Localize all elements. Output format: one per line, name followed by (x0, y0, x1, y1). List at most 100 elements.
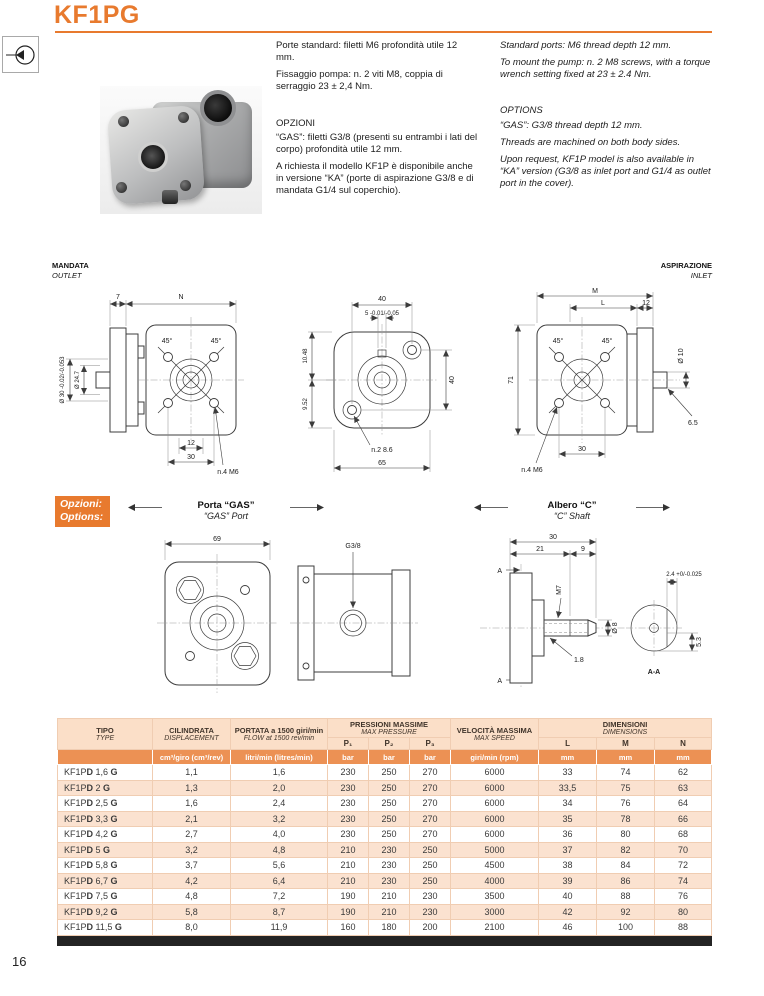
unit-flow: litri/min (litres/min) (230, 749, 328, 765)
cell-disp: 4,2 (152, 872, 231, 889)
cell-N: 72 (654, 857, 713, 874)
dim-label: L (601, 300, 605, 307)
dim-label: 30 (187, 454, 195, 461)
inlet-label-en: INLET (690, 270, 712, 280)
gas-port-caption-text: Porta “GAS” “GAS” Port (166, 500, 286, 521)
cell-disp: 1,1 (152, 764, 231, 781)
header-dims-it: DIMENSIONI (602, 720, 648, 729)
pump-bolt (180, 180, 191, 191)
cell-p1: 210 (327, 872, 369, 889)
col-header-pressure: PRESSIONI MASSIME MAX PRESSURE (326, 718, 452, 738)
dim-label: 40 (378, 296, 386, 303)
cell-type: KF1PD 1,6 G (57, 764, 153, 781)
options-title-it: OPZIONI (276, 117, 316, 129)
cell-p2: 180 (368, 919, 410, 936)
dim-label: 7 (116, 294, 120, 301)
pump-symbol-box (2, 36, 39, 73)
cell-p1: 190 (327, 903, 369, 920)
inlet-label-it: ASPIRAZIONE (660, 261, 712, 270)
dim-label: 9.52 (303, 398, 309, 410)
section-title: A-A (648, 669, 660, 676)
cell-disp: 5,8 (152, 903, 231, 920)
unit-p3: bar (408, 749, 452, 765)
cell-type: KF1PD 4,2 G (57, 826, 153, 843)
unit-speed: giri/min (rpm) (450, 749, 540, 765)
unit-l: mm (538, 749, 598, 765)
col-header-m: M (596, 737, 656, 750)
paragraph-en-1: Standard ports: M6 thread depth 12 mm. (500, 40, 672, 51)
cell-p1: 210 (327, 857, 369, 874)
cell-p2: 230 (368, 857, 410, 874)
view-c-shaft: A A 30 21 9 M7 Ø 8 (480, 534, 703, 688)
cell-flow: 8,7 (230, 903, 328, 920)
cell-speed: 5000 (450, 841, 540, 858)
dim-label: Ø 24.7 (75, 370, 81, 389)
paragraph-en-4: Threads are machined on both body sides. (500, 136, 681, 148)
dimension-drawing-options: 69 G3/8 A A (157, 534, 703, 693)
col-header-p3: P₃ (408, 737, 452, 750)
cell-p2: 230 (368, 872, 410, 889)
dim-label: 45° (211, 337, 222, 345)
subheader-row: P₁ P₂ P₃ L M N (58, 737, 713, 750)
unit-empty (57, 749, 153, 765)
dim-label: M (592, 288, 598, 295)
cell-N: 74 (654, 872, 713, 889)
dim-label: Ø 10 (678, 348, 685, 363)
pump-bolt (118, 116, 129, 127)
cell-p1: 230 (327, 779, 369, 796)
header-press-it: PRESSIONI MASSIME (350, 720, 428, 729)
paragraph-it-2: Fissaggio pompa: n. 2 viti M8, coppia di… (276, 69, 443, 93)
cell-disp: 2,7 (152, 826, 231, 843)
title-rule (55, 31, 712, 33)
cell-L: 40 (538, 888, 598, 905)
pump-bolt (116, 182, 127, 193)
arrow-right-icon (290, 504, 324, 511)
cell-type: KF1PD 2,5 G (57, 795, 153, 812)
cell-flow: 2,4 (230, 795, 328, 812)
options-title-en: OPTIONS (500, 105, 543, 117)
cell-M: 100 (596, 919, 656, 936)
header-disp-it: CILINDRATA (169, 726, 214, 735)
header-flow-it: PORTATA a 1500 giri/min (234, 726, 324, 735)
cell-L: 33,5 (538, 779, 598, 796)
gas-port-caption: Porta “GAS” “GAS” Port (128, 500, 324, 521)
dim-label: Ø 8 (612, 622, 619, 633)
cell-speed: 4000 (450, 872, 540, 889)
cell-p3: 250 (408, 872, 452, 889)
view-inlet-side: 45° 45° M L 12 71 Ø 10 6.5 30 (508, 288, 698, 474)
cell-flow: 7,2 (230, 888, 328, 905)
section-label: A (497, 678, 502, 685)
col-header-speed: VELOCITÀ MASSIMA MAX SPEED (450, 718, 540, 750)
cell-speed: 6000 (450, 779, 540, 796)
cell-M: 84 (596, 857, 656, 874)
cell-p3: 270 (408, 826, 452, 843)
cell-L: 35 (538, 810, 598, 827)
cell-L: 42 (538, 903, 598, 920)
section-label: A (497, 568, 502, 575)
cell-L: 46 (538, 919, 598, 936)
header-type-it: TIPO (96, 726, 114, 735)
cell-flow: 1,6 (230, 764, 328, 781)
cell-disp: 4,8 (152, 888, 231, 905)
col-header-displacement: CILINDRATA DISPLACEMENT (152, 718, 231, 750)
dim-label: 5.3 (696, 637, 703, 647)
arrow-right-icon (636, 504, 670, 511)
cell-N: 62 (654, 764, 713, 781)
page-title: KF1PG (54, 1, 140, 29)
dim-label: 6.5 (688, 420, 698, 427)
dim-label: G3/8 (345, 543, 360, 550)
cell-p2: 210 (368, 888, 410, 905)
col-header-type: TIPO TYPE (57, 718, 153, 750)
cell-type: KF1PD 7,5 G (57, 888, 153, 905)
cell-p2: 250 (368, 810, 410, 827)
dim-label: M7 (556, 585, 563, 595)
cell-flow: 3,2 (230, 810, 328, 827)
cell-speed: 6000 (450, 826, 540, 843)
cell-type: KF1PD 5 G (57, 841, 153, 858)
col-header-p2: P₂ (368, 737, 410, 750)
header-disp-en: DISPLACEMENT (164, 735, 219, 742)
